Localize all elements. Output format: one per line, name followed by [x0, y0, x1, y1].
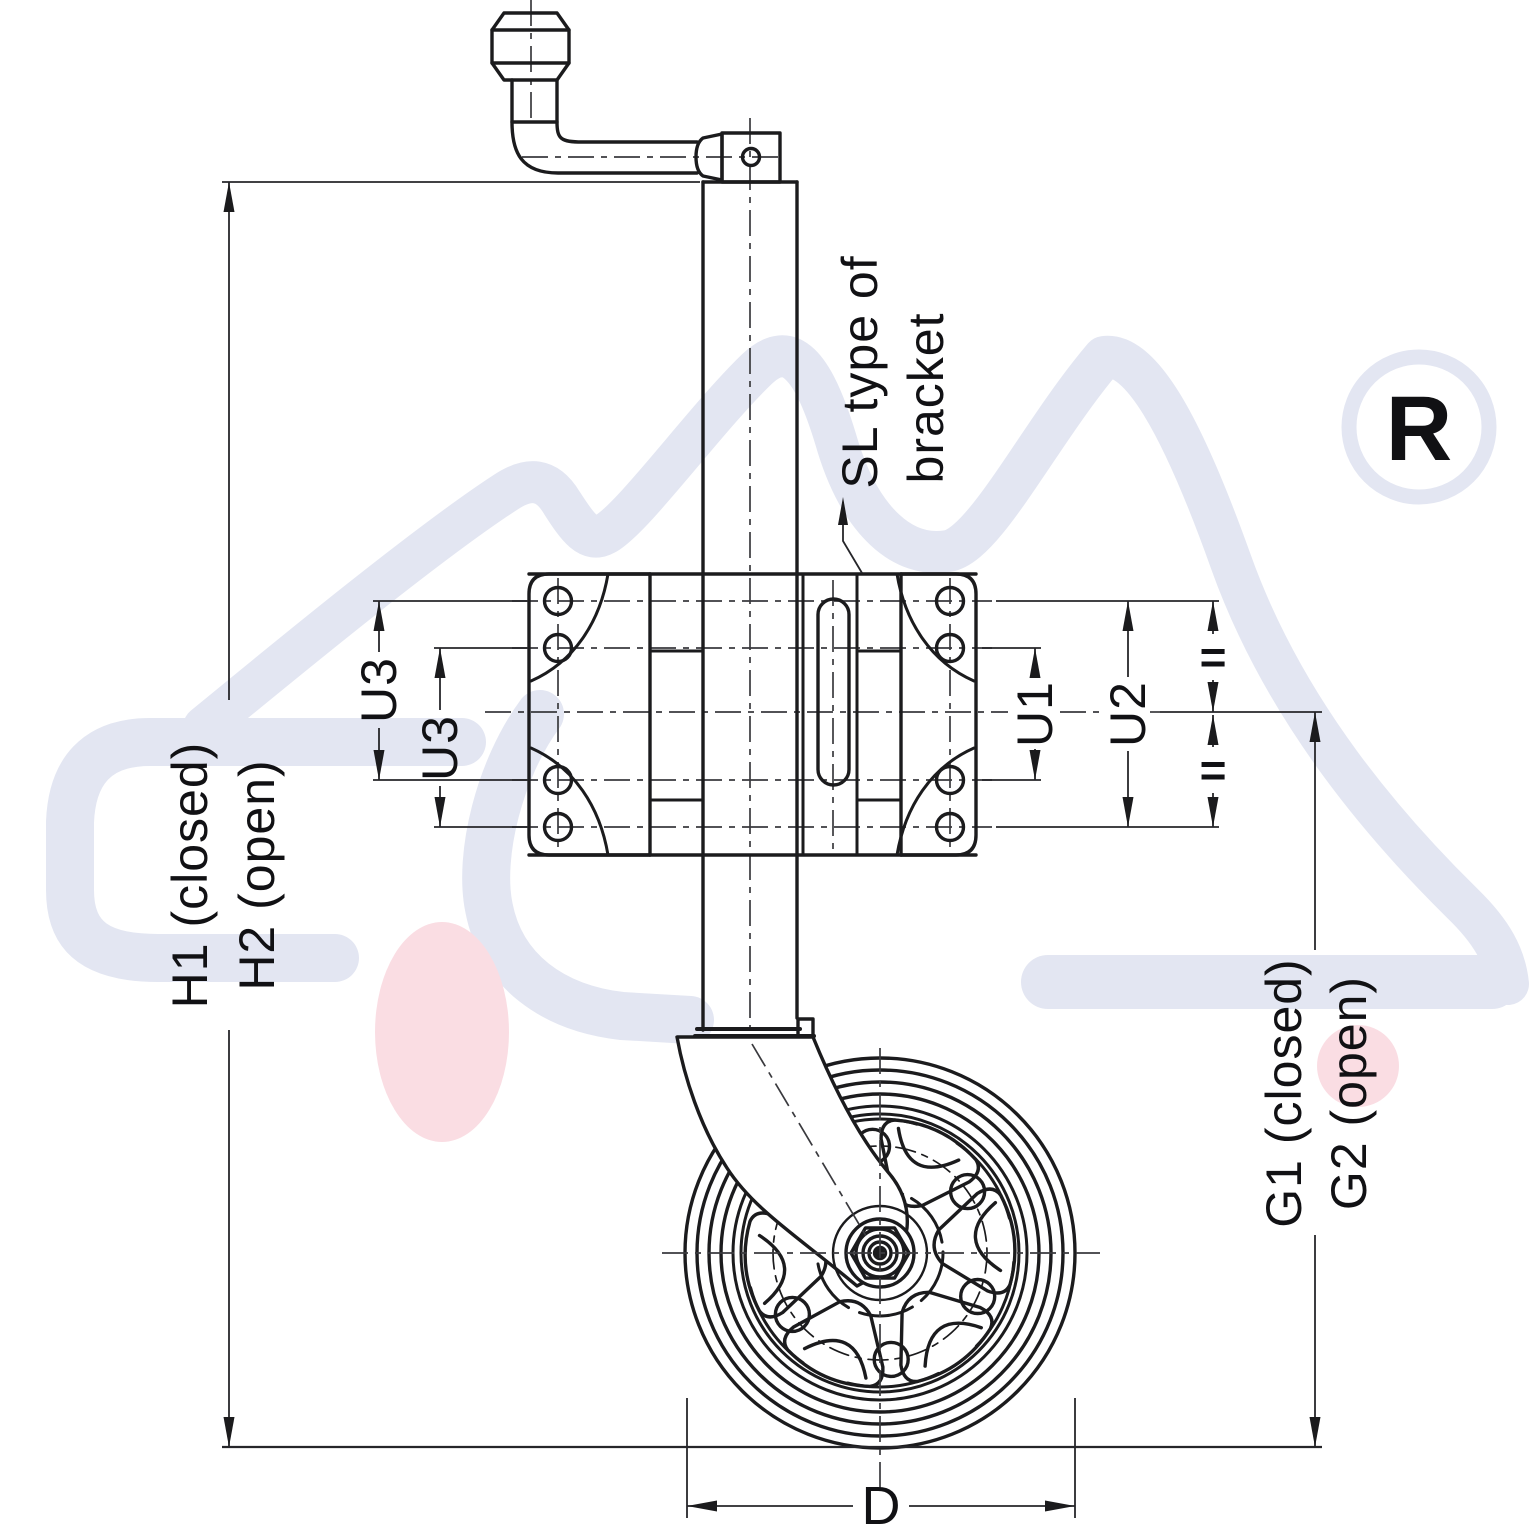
- watermark-letter-c2-icon: [462, 690, 714, 1044]
- pink-dot-right: [1317, 1025, 1399, 1107]
- watermark-letter-c1-icon: [46, 718, 486, 982]
- handle-slot: [816, 597, 851, 787]
- label-u1: U1: [1007, 681, 1063, 747]
- watermark-mountain-ridge-icon: [183, 335, 1529, 1005]
- bracket-holes: [542, 585, 966, 843]
- wheel-holes: [773, 1127, 997, 1379]
- swivel-fork: [675, 1017, 909, 1288]
- label-u2: U2: [1100, 681, 1156, 747]
- dimension-arrowheads: [223, 182, 1321, 1512]
- label-h2: H2 (open): [229, 759, 285, 990]
- label-u3-inner: U3: [412, 715, 468, 781]
- label-bracket-note-line2: bracket: [898, 313, 954, 484]
- pink-dot-left: [375, 922, 509, 1142]
- crank-arm: [510, 120, 782, 184]
- left-plate-outline: [527, 572, 652, 857]
- mounting-bracket: [527, 572, 978, 857]
- fork-step: [796, 1017, 815, 1037]
- center-lines: [485, 0, 1160, 1050]
- registered-icon-ring: [1341, 349, 1497, 505]
- label-equal-bottom: =: [1200, 744, 1227, 796]
- label-g1: G1 (closed): [1256, 958, 1312, 1227]
- right-plate-outline: [899, 572, 978, 857]
- outer-tube: [701, 180, 799, 1032]
- registered-icon-letter: R: [1386, 378, 1452, 480]
- label-d: D: [862, 1476, 901, 1536]
- dimension-labels: H1 (closed) H2 (open) U3 U3 U1 U2 = = G1…: [162, 255, 1377, 1536]
- label-u3-outer: U3: [351, 657, 407, 723]
- wheel-centerlines: [662, 1043, 1100, 1492]
- label-equal-top: =: [1200, 631, 1227, 683]
- label-g2: G2 (open): [1321, 976, 1377, 1210]
- jack-body: [490, 11, 1077, 1450]
- label-bracket-note-line1: SL type of: [832, 255, 888, 488]
- crank-knob: [490, 11, 571, 124]
- steer-axis-centerline: [751, 1043, 867, 1237]
- label-h1: H1 (closed): [162, 742, 218, 1009]
- brand-watermark: [46, 335, 1529, 1044]
